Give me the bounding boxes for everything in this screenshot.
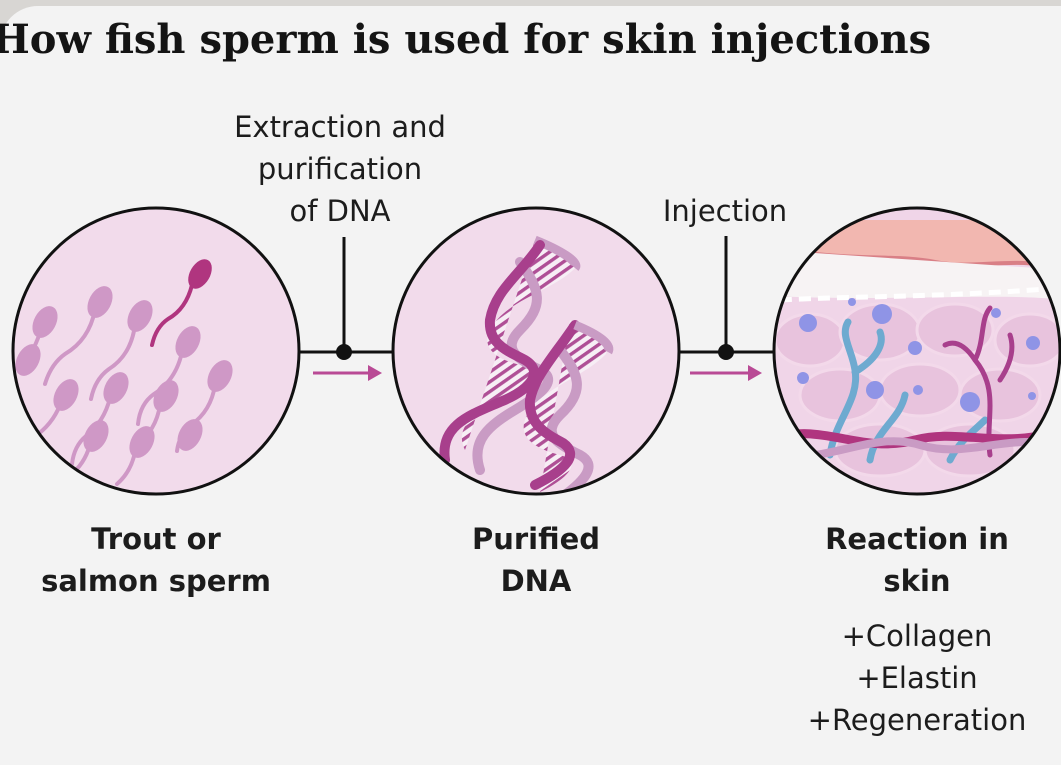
step-label-injection: Injection <box>662 194 788 228</box>
stage-caption-skin-line-2: skin <box>883 564 951 598</box>
step-label-extraction-line-2: purification <box>257 152 423 186</box>
step-label-extraction-line-3: of DNA <box>289 194 391 228</box>
stage-caption-dna: Purified DNA <box>396 518 676 602</box>
stage-caption-sperm-line-2: salmon sperm <box>41 564 271 598</box>
skin-layers-icon <box>772 206 1061 496</box>
dna-helix-icon <box>391 206 681 496</box>
page-title: How fish sperm is used for skin injectio… <box>0 16 932 63</box>
benefit-elastin: +Elastin <box>856 661 978 695</box>
step-label-extraction-line-1: Extraction and <box>234 110 446 144</box>
benefit-regeneration: +Regeneration <box>807 703 1027 737</box>
step-label-extraction: Extraction and purification of DNA <box>200 106 480 232</box>
stage-caption-skin-line-1: Reaction in <box>825 522 1009 556</box>
stage-caption-dna-line-1: Purified <box>471 522 601 556</box>
connector-extraction <box>299 237 393 360</box>
arrow-extraction <box>313 365 382 381</box>
connector-injection <box>679 236 774 360</box>
stage-caption-sperm: Trout or salmon sperm <box>16 518 296 602</box>
benefit-list: +Collagen +Elastin +Regeneration <box>777 615 1057 741</box>
stage-caption-sperm-line-1: Trout or <box>91 522 221 556</box>
benefit-collagen: +Collagen <box>841 619 993 653</box>
leading-sperm-icon <box>150 259 212 347</box>
arrow-injection <box>690 365 762 381</box>
stage-caption-skin: Reaction in skin <box>777 518 1057 602</box>
sperm-cells-icon <box>11 206 301 496</box>
stage-caption-dna-line-2: DNA <box>500 564 572 598</box>
